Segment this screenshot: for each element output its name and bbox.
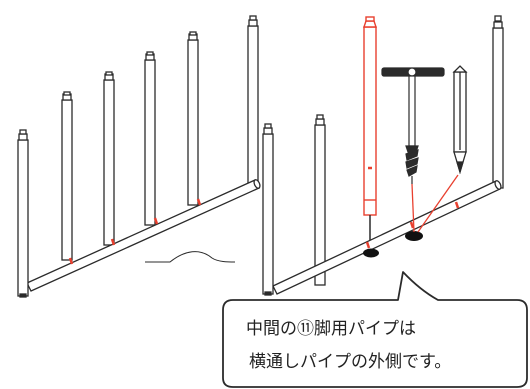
crossbar-pipe-icon — [272, 180, 502, 295]
ground-hole-icon — [363, 248, 379, 258]
pipe-leg-icon — [492, 15, 504, 189]
pipe-leg-icon — [247, 15, 259, 185]
left-crossbar-markers — [68, 198, 202, 265]
middle-leg-pipe-red — [363, 16, 377, 216]
left-frame — [17, 15, 261, 298]
pipe-leg-icon — [187, 31, 199, 206]
pipe-leg-icon — [61, 91, 73, 261]
pipe-leg-icon — [262, 123, 274, 296]
right-crossbar-markers — [365, 201, 460, 249]
tool-to-hole-indicators — [411, 174, 459, 233]
ground-stake-icon — [452, 65, 468, 175]
t-handle-auger-icon — [381, 67, 445, 184]
pipe-leg-icon — [144, 51, 156, 226]
pipe-leg-icon — [314, 114, 326, 286]
right-frame — [262, 15, 504, 296]
ground-hole-icon — [405, 231, 423, 241]
speech-bubble — [222, 271, 528, 388]
pipe-leg-icon — [103, 71, 115, 246]
callout-line-1: 中間の⑪脚用パイプは — [246, 319, 416, 339]
crossbar-pipe-icon — [26, 179, 261, 292]
ground-mound — [145, 251, 236, 263]
callout-line-2: 横通しパイプの外側です。 — [249, 352, 452, 372]
pipe-leg-icon — [17, 129, 29, 298]
